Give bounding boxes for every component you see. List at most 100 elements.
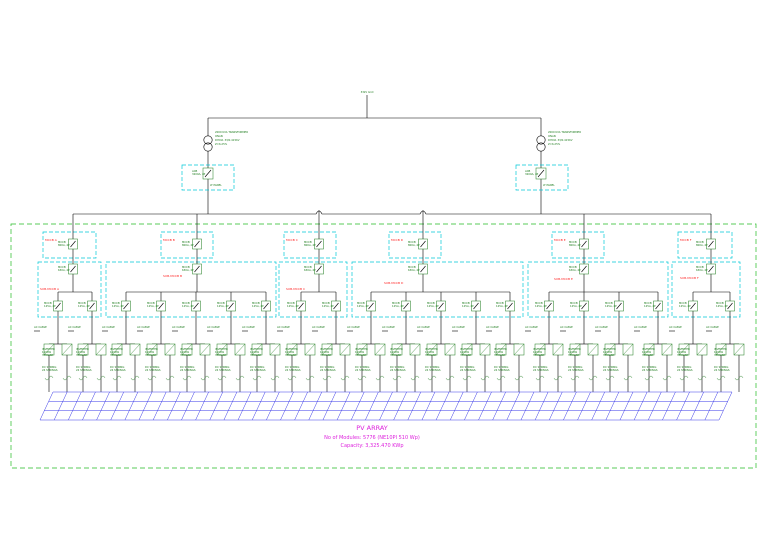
inverter-spec: 110KW [494, 350, 504, 354]
mccb-spec: 125A, 4P [535, 304, 547, 308]
inverter-spec: INVERTER [677, 347, 690, 351]
dc-cable-mark [716, 375, 726, 381]
dc-cable-mark [410, 375, 420, 381]
breaker-contact [438, 302, 444, 310]
inverter-spec: 3 PHASE [42, 353, 53, 357]
inverter-spec: 110KW [568, 350, 578, 354]
mccb-group-c: MCCB C SUB-MCCB C [278, 231, 348, 318]
mccb-spec: MCCB [182, 301, 190, 305]
breaker-contact [298, 302, 304, 310]
inverter-spec: 3 PHASE [320, 353, 331, 357]
mccb-spec: 125A, 4P [570, 304, 582, 308]
dc-string-spec: 24 STRINGS [355, 368, 371, 372]
mccb-spec: MCCB [252, 301, 260, 305]
transformer-winding [536, 135, 546, 145]
pv-column-line [209, 391, 223, 421]
dc-string-spec: DC STRING [677, 365, 691, 369]
mccb-spec: MCCB [496, 301, 504, 305]
breaker-contact [616, 302, 622, 310]
dc-string-spec: 24 STRINGS [533, 368, 549, 372]
breaker-contact [194, 265, 200, 273]
dc-cable-mark [644, 375, 654, 381]
pv-column-line [223, 391, 238, 421]
sub-mccb-label: SUB-MCCB F [680, 276, 699, 280]
dc-cable-mark [605, 375, 615, 381]
mccb-spec: 125A, 4P [322, 304, 334, 308]
mccb-group-f: MCCB F SUB-MCCB F [671, 231, 741, 318]
dc-cable-mark [445, 375, 455, 381]
transformer-spec: ONAN [215, 134, 223, 138]
mccb-spec: MCCB [147, 301, 155, 305]
inverter-diagonal [77, 343, 89, 356]
dc-cable-mark [357, 375, 367, 381]
mccb-spec: MCCB [44, 301, 52, 305]
breaker-contact [316, 240, 322, 248]
breaker-contact [420, 240, 426, 248]
mccb-spec: MCCB [304, 240, 312, 244]
inverter-spec: INVERTER [533, 347, 546, 351]
mccb-group-label: MCCB F [680, 238, 692, 242]
acb-spec: ACB [525, 169, 531, 173]
inverter-diagonal [534, 343, 546, 356]
mccb-spec: MCCB [287, 301, 295, 305]
mccb-spec: 800A, 4P [304, 243, 316, 247]
pv-column-line [520, 391, 535, 421]
pv-column-line [294, 391, 308, 421]
inverter-spec: INVERTER [250, 347, 263, 351]
mccb-spec: 800A, 4P [408, 243, 420, 247]
inverter-spec: 3 PHASE [110, 353, 121, 357]
mccb-spec: MCCB [696, 240, 704, 244]
pv-array-grid [39, 391, 733, 421]
inverter-diagonal [604, 343, 616, 356]
mccb-spec: 125A, 4P [78, 304, 90, 308]
pv-column-line [563, 391, 577, 421]
dc-string-spec: DC STRING [494, 365, 508, 369]
inverter-spec: 110KW [460, 350, 470, 354]
transformer-spec: Z=6.25% [548, 142, 561, 146]
inverter-diagonal [321, 343, 333, 356]
inverter-spec: INVERTER [390, 347, 403, 351]
inverter-diagonal [461, 343, 473, 356]
pv-column-line [704, 391, 719, 421]
ac-cable-label: AC CABLE [102, 325, 115, 329]
ac-cable-label: AC CABLE [486, 325, 499, 329]
inverter-spec: INVERTER [460, 347, 473, 351]
dc-string-spec: 24 STRINGS [145, 368, 161, 372]
mccb-spec: 125A, 4P [679, 304, 691, 308]
inverter-spec: 110KW [320, 350, 330, 354]
lt-panel-2: ACB 3200A, 4P LT PANEL [515, 164, 569, 191]
inverter-diagonal [622, 343, 634, 356]
ac-cable-label: AC CABLE [34, 325, 47, 329]
mccb-spec: MCCB [217, 301, 225, 305]
pv-column-line [393, 391, 407, 421]
dc-cable-mark [62, 375, 72, 381]
mccb-spec: MCCB [644, 301, 652, 305]
dc-cable-mark [252, 375, 262, 381]
breaker-contact [194, 240, 200, 248]
breaker-contact [158, 302, 164, 310]
pv-column-line [53, 391, 68, 421]
mccb-spec: 125A, 4P [357, 304, 369, 308]
inverter-diagonal [587, 343, 599, 356]
mccb-spec: 125A, 4P [605, 304, 617, 308]
mccb-group-label: MCCB B [163, 238, 175, 242]
inverter-spec: INVERTER [642, 347, 655, 351]
pv-column-line [181, 391, 195, 421]
dc-cable-mark [514, 375, 524, 381]
mccb-spec: MCCB [535, 301, 543, 305]
inverter-spec: 3 PHASE [76, 353, 87, 357]
lt-panel-boundary [515, 164, 569, 191]
inverter-diagonal [678, 343, 690, 356]
inverter-spec: 110KW [250, 350, 260, 354]
ac-cable-label: AC CABLE [634, 325, 647, 329]
transformer-1: 2000 KVA TRANSFORMER ONAN DYN11 33/0.415… [203, 130, 248, 152]
breaker-contact [727, 302, 733, 310]
mccb-spec: MCCB [696, 265, 704, 269]
inverter-diagonal [495, 343, 507, 356]
mccb-spec: 125A, 4P [182, 304, 194, 308]
dc-cable-mark [44, 375, 54, 381]
inverter-spec: 3 PHASE [714, 353, 725, 357]
inverter-spec: INVERTER [285, 347, 298, 351]
inverter-spec: INVERTER [180, 347, 193, 351]
